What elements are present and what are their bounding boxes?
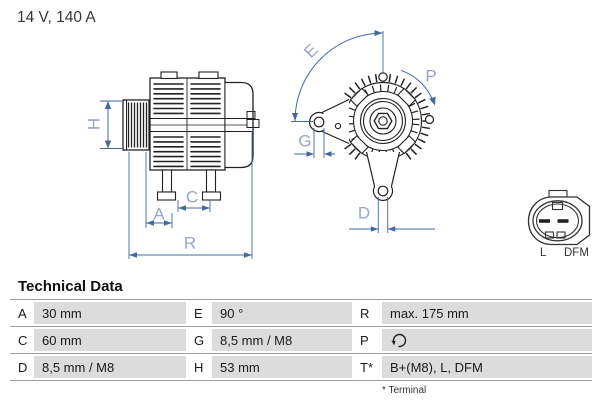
product-rating: 14 V, 140 A: [17, 9, 96, 26]
front-view-drawing: [308, 72, 435, 202]
shaft-nut: [373, 112, 393, 130]
dimension-label-p: P: [425, 67, 436, 86]
table-heading: Technical Data: [10, 276, 592, 300]
pin-label-dfm: DFM: [564, 247, 589, 259]
dimension-label-h: H: [85, 118, 104, 130]
rotation-direction-icon: [391, 333, 407, 347]
spec-key: G: [186, 327, 212, 353]
pulley-grooves: [127, 102, 148, 148]
mounting-feet: [156, 169, 222, 201]
table-row: D 8,5 mm / M8 H 53 mm T* B+(M8), L, DFM: [10, 354, 592, 381]
side-boss: [424, 114, 435, 125]
table-row: A 30 mm E 90 ° R max. 175 mm: [10, 300, 592, 327]
technical-data-table: Technical Data A 30 mm E 90 ° R max. 175…: [10, 276, 592, 396]
spec-key: A: [10, 300, 34, 326]
spec-key: R: [352, 300, 382, 326]
dimension-label-e: E: [300, 40, 321, 61]
rotor-pads: [349, 87, 417, 155]
top-bolt: [378, 72, 388, 82]
left-mounting-ear: [308, 98, 350, 145]
spec-key: D: [10, 354, 34, 380]
b-plus-terminal: [246, 111, 256, 119]
spec-value: 30 mm: [34, 302, 186, 324]
spec-key: C: [10, 327, 34, 353]
pulley: [122, 99, 150, 151]
dimension-label-a: A: [153, 205, 165, 224]
connector-diagram: [527, 189, 591, 246]
side-view-drawing: [122, 71, 260, 201]
terminal-footnote: * Terminal: [382, 385, 427, 396]
spec-value: 90 °: [212, 302, 352, 324]
spec-value: max. 175 mm: [382, 302, 592, 324]
spec-value: 53 mm: [212, 356, 352, 378]
spec-key: H: [186, 354, 212, 380]
dimension-label-g: G: [298, 132, 311, 151]
spec-value: B+(M8), L, DFM: [382, 356, 592, 378]
technical-drawing: H A C R: [85, 30, 591, 259]
spec-key: E: [186, 300, 212, 326]
pin-l: [539, 219, 550, 223]
dimension-label-r: R: [184, 234, 196, 253]
dimension-label-d: D: [358, 204, 370, 223]
pin-label-l: L: [540, 247, 547, 259]
dimension-label-c: C: [186, 188, 198, 207]
spec-value: 8,5 mm / M8: [212, 329, 352, 351]
connector-tab: [548, 189, 568, 198]
table-row: C 60 mm G 8,5 mm / M8 P: [10, 327, 592, 354]
spec-value: 8,5 mm / M8: [34, 356, 186, 378]
front-view-dimensions: [291, 30, 436, 233]
bottom-mounting-ear: [365, 151, 401, 202]
side-view-dimensions: [100, 100, 253, 259]
cooling-fins: [153, 83, 221, 168]
spec-value: 60 mm: [34, 329, 186, 351]
pin-dfm: [557, 219, 569, 223]
spec-key: P: [352, 327, 382, 353]
spec-key: T*: [352, 354, 382, 380]
spec-value-icon-cell: [382, 329, 592, 351]
